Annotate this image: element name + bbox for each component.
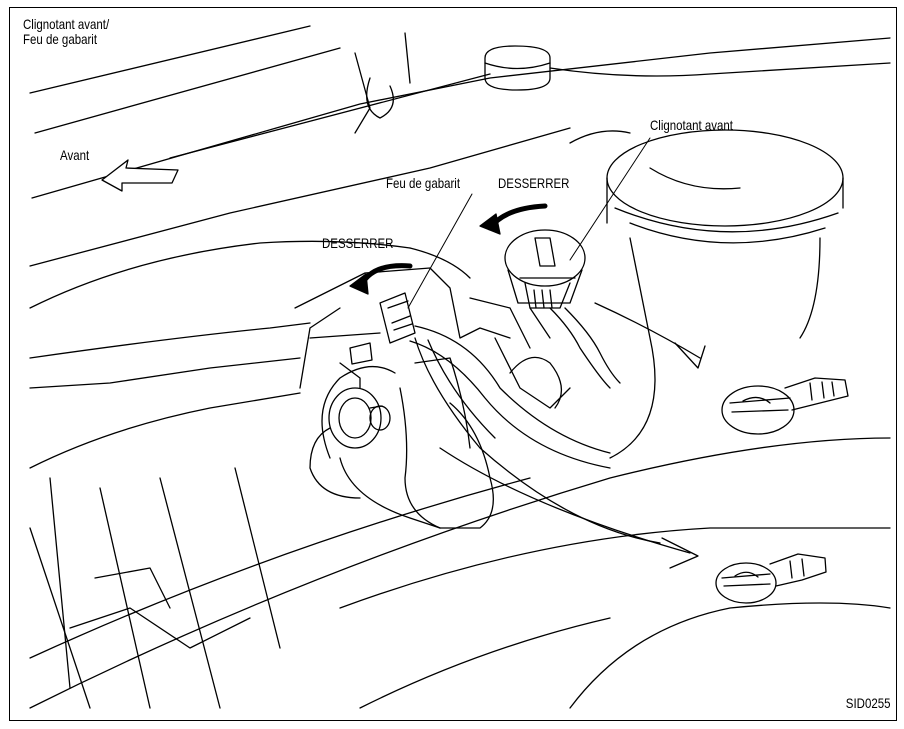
label-front: Avant — [60, 147, 90, 163]
turn-signal-socket — [504, 229, 586, 309]
loosen-arrow-left — [349, 263, 413, 295]
aim-adjuster-knob — [328, 387, 391, 449]
upper-bracket — [354, 32, 411, 134]
figure-code: SID0255 — [845, 695, 890, 711]
reservoir-cap — [484, 45, 551, 91]
wedge-bulb-turn-signal — [721, 377, 849, 435]
side-marker-socket — [309, 292, 416, 389]
washer-tank — [569, 129, 844, 459]
bulb-removal-arrow-lower — [439, 447, 699, 569]
radiator-support — [29, 322, 891, 709]
label-side-marker: Feu de gabarit — [386, 175, 461, 191]
label-loosen-left: DESSERRER — [322, 235, 394, 251]
leader-lines — [407, 137, 651, 309]
front-direction-arrow — [101, 159, 179, 192]
engine-bay-drawing — [29, 25, 891, 709]
wiring-harness — [409, 307, 661, 544]
bulb-removal-arrow-upper — [594, 302, 706, 369]
label-turn-signal: Clignotant avant — [650, 117, 733, 133]
hood-outline — [29, 25, 891, 309]
label-title-line1: Clignotant avant/ — [23, 16, 110, 32]
wedge-bulb-side-marker — [715, 553, 827, 604]
label-loosen-right: DESSERRER — [498, 175, 570, 191]
illustration-frame: Clignotant avant/ Feu de gabarit Avant C… — [9, 7, 897, 721]
label-title-line2: Feu de gabarit — [23, 31, 98, 47]
loosen-arrow-right — [479, 203, 548, 235]
label-turn-signal-side-marker-title: Clignotant avant/ Feu de gabarit — [23, 17, 109, 47]
